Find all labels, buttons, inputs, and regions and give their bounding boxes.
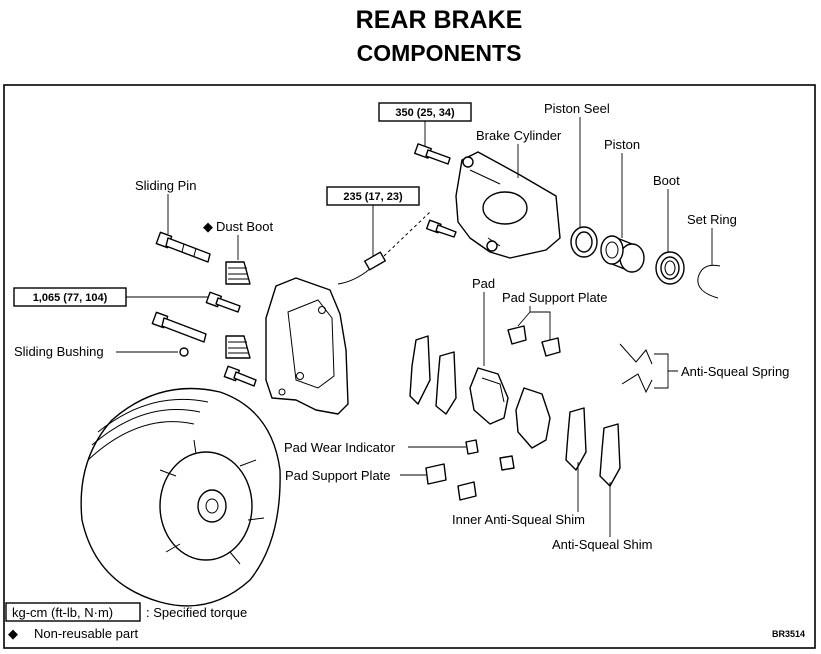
legend-nonreusable-symbol: ◆ — [8, 626, 18, 641]
label-piston-seel: Piston Seel — [544, 101, 610, 116]
legend-torque-box — [5, 602, 141, 622]
union-fitting — [364, 251, 386, 271]
sliding-bushing-part — [179, 347, 189, 357]
label-brake-cylinder: Brake Cylinder — [476, 128, 562, 143]
label-pad-support-plate-bottom: Pad Support Plate — [285, 468, 391, 483]
pad-support-plate-top-part — [507, 325, 561, 357]
label-anti-squeal-shim: Anti-Squeal Shim — [552, 537, 652, 552]
mounting-bolt2-part — [223, 365, 257, 387]
label-pad: Pad — [472, 276, 495, 291]
pad-right-part — [515, 387, 551, 449]
mounting-bolt-part — [205, 291, 241, 313]
brake-cylinder-part — [455, 151, 561, 259]
torque-caliper-text: 350 (25, 34) — [395, 107, 455, 119]
label-sliding-pin: Sliding Pin — [135, 178, 196, 193]
brake-hose — [337, 261, 379, 285]
anti-squeal-spring-part — [619, 343, 653, 394]
label-pad-support-plate-top: Pad Support Plate — [502, 290, 608, 305]
disc-rotor-part — [80, 387, 281, 607]
legend-torque-desc: : Specified torque — [146, 605, 247, 620]
caliper-bolt2-part — [425, 219, 457, 238]
label-inner-anti-squeal-shim: Inner Anti-Squeal Shim — [452, 512, 585, 527]
diagram-title: REAR BRAKE — [355, 6, 523, 34]
anti-squeal-shim-right-part — [565, 407, 621, 487]
legend-torque-unit: kg-cm (ft-lb, N·m) — [12, 605, 113, 620]
label-sliding-bushing: Sliding Bushing — [14, 344, 104, 359]
torque-union-text: 235 (17, 23) — [343, 191, 403, 203]
caliper-bolt-part — [414, 143, 451, 165]
piston-part — [600, 235, 645, 273]
set-ring-part — [697, 264, 721, 299]
torque-plate-part — [265, 277, 349, 415]
piston-seal-part — [570, 226, 598, 258]
boot-part — [655, 251, 685, 285]
pad-wear-indicator-part — [465, 439, 479, 455]
pad-left-part — [469, 367, 509, 425]
hose-dash-line — [383, 211, 431, 257]
label-pad-wear-indicator: Pad Wear Indicator — [284, 440, 396, 455]
diagram-subtitle: COMPONENTS — [356, 40, 522, 66]
label-anti-squeal-spring: Anti-Squeal Spring — [681, 364, 789, 379]
dust-boot-part — [225, 261, 251, 285]
sliding-pin2-part — [151, 311, 207, 343]
legend-nonreusable-desc: Non-reusable part — [34, 626, 138, 641]
dust-boot2-part — [225, 335, 251, 359]
label-boot: Boot — [653, 173, 680, 188]
label-dust-boot-marker: ◆ — [203, 219, 213, 234]
torque-mounting-text: 1,065 (77, 104) — [33, 292, 108, 304]
pad-support-plate-small-part — [499, 455, 515, 471]
pad-support-plate-bottom-part — [425, 463, 477, 501]
reference-code: BR3514 — [772, 629, 805, 639]
anti-squeal-shim-left-part — [409, 335, 457, 415]
label-dust-boot: Dust Boot — [216, 219, 273, 234]
label-set-ring: Set Ring — [687, 212, 737, 227]
label-piston: Piston — [604, 137, 640, 152]
diagram-frame — [3, 84, 816, 649]
sliding-pin-part — [155, 231, 211, 263]
